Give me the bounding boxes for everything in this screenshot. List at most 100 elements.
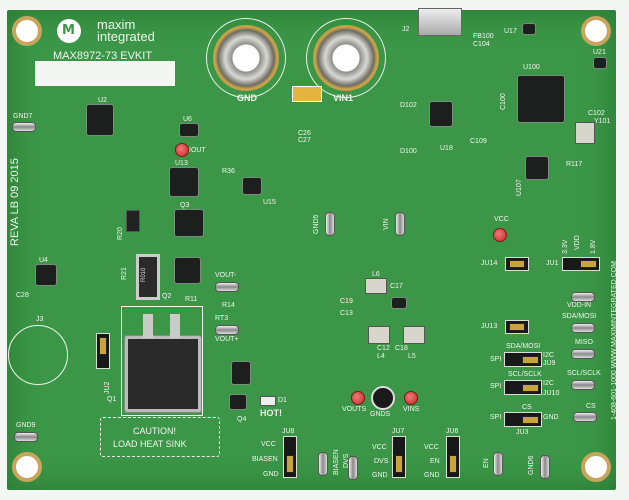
jumper-option-label: SPI: [490, 356, 502, 363]
testpoint-label: SCL/SCLK: [567, 370, 601, 377]
testpoint-gnd5[interactable]: [325, 212, 335, 236]
gnd-binding-post[interactable]: [206, 18, 286, 98]
jumper-option-label: VCC: [424, 444, 439, 451]
jumper-ju8[interactable]: [283, 436, 297, 478]
testpoint-vcc[interactable]: [493, 228, 507, 242]
testpoint-vdd-in[interactable]: [571, 292, 595, 302]
testpoint-gnd6[interactable]: [540, 455, 550, 479]
ic-u2: [87, 105, 113, 135]
transistor-q3: [175, 210, 203, 236]
shunt-resistor-r21: [136, 254, 160, 300]
jumper-title: CS: [522, 404, 532, 411]
jumper-label: JU1: [546, 260, 559, 267]
component-label: L5: [408, 353, 416, 360]
caution-box: [100, 417, 220, 457]
component-label: C102: [588, 110, 605, 117]
component-label: U15: [263, 199, 276, 206]
testpoint-vout-minus[interactable]: [215, 282, 239, 292]
jumper-option-label: VCC: [372, 444, 387, 451]
jumper-option-label: GND: [372, 472, 388, 479]
component-label: C109: [470, 138, 487, 145]
jumper-option-label: SPI: [490, 414, 502, 421]
ic-u13: [170, 168, 198, 196]
testpoint-dvs[interactable]: [348, 456, 358, 480]
jumper-ju13[interactable]: [505, 320, 529, 334]
component-label: R11: [185, 296, 198, 303]
vin1-binding-post[interactable]: [306, 18, 386, 98]
component-label: L4: [377, 353, 385, 360]
jumper-ju2[interactable]: [96, 333, 110, 369]
testpoint-label: IOUT: [189, 147, 206, 154]
component-label: R36: [222, 168, 235, 175]
jumper-label: JU14: [481, 260, 498, 267]
testpoint-vout-plus[interactable]: [215, 325, 239, 335]
testpoint-label: VCC: [494, 216, 509, 223]
caution-text: CAUTION!: [133, 426, 177, 436]
jumper-ju3[interactable]: [504, 412, 542, 427]
transistor-q1: [125, 336, 201, 412]
testpoint-cs[interactable]: [573, 412, 597, 422]
testpoint-label: VOUT+: [215, 336, 239, 343]
jumper-option-label: I2C: [543, 352, 554, 359]
testpoint-en[interactable]: [493, 452, 503, 476]
component-label: R117: [566, 161, 583, 168]
testpoint-vouts[interactable]: [351, 391, 365, 405]
usb-connector[interactable]: [418, 8, 462, 36]
jumper-ju10[interactable]: [504, 380, 542, 395]
testpoint-label: EN: [483, 458, 490, 468]
component-label: D102: [400, 102, 417, 109]
logo-text: maxim: [97, 17, 136, 32]
q1-lead: [170, 314, 180, 338]
jumper-label: JU8: [282, 428, 295, 435]
jumper-option-label: I2C: [543, 380, 554, 387]
revision-label: REVA LB 09 2015: [9, 158, 21, 246]
connector-j3[interactable]: [8, 325, 68, 385]
testpoint-vin[interactable]: [395, 212, 405, 236]
component-label: U107: [516, 179, 523, 196]
testpoint-gnd7[interactable]: [12, 122, 36, 132]
testpoint-label: BIASEN: [333, 449, 340, 475]
jumper-label: JU9: [543, 360, 556, 367]
mounting-hole: [581, 452, 611, 482]
testpoint-vins[interactable]: [404, 391, 418, 405]
maxim-logo-icon: M: [57, 19, 81, 43]
component-label: D1: [278, 397, 287, 404]
capacitor-c18: [403, 326, 425, 344]
testpoint-iout[interactable]: [175, 143, 189, 157]
resistor-r20: [126, 210, 140, 232]
jumper-ju9[interactable]: [504, 352, 542, 367]
ic-u107: [526, 157, 548, 179]
testpoint-label: GNDS: [370, 411, 391, 418]
testpoint-miso[interactable]: [571, 349, 595, 359]
testpoint-gnd9[interactable]: [14, 432, 38, 442]
jumper-label: JU3: [516, 429, 529, 436]
testpoint-label: SDA/MOSI: [562, 313, 597, 320]
testpoint-label: VINS: [403, 406, 420, 413]
caution-text: LOAD HEAT SINK: [113, 439, 187, 449]
logo-text: integrated: [97, 29, 155, 44]
mounting-hole: [12, 452, 42, 482]
inductor-l6: [365, 278, 387, 294]
component-label: D100: [400, 148, 417, 155]
component-label: RT3: [215, 315, 229, 322]
jumper-option-label: VDD: [574, 235, 581, 250]
component-label: R010: [141, 267, 147, 282]
ic-u4: [36, 265, 56, 285]
testpoint-label: GND5: [313, 214, 320, 234]
jumper-option-label: GND: [424, 472, 440, 479]
testpoint-scl-sclk[interactable]: [571, 380, 595, 390]
ic-u100: [518, 76, 564, 122]
component-label: R14: [222, 302, 235, 309]
ic-u17: [523, 24, 535, 34]
testpoint-gnds[interactable]: [371, 386, 395, 410]
component-label: U6: [183, 116, 192, 123]
testpoint-biasen[interactable]: [318, 452, 328, 476]
jumper-ju1[interactable]: [562, 257, 600, 271]
jumper-ju6[interactable]: [446, 436, 460, 478]
testpoint-sda-mosi[interactable]: [571, 323, 595, 333]
jumper-title: SCL/SCLK: [508, 371, 542, 378]
gnd-post-label: GND: [237, 93, 257, 103]
jumper-ju7[interactable]: [392, 436, 406, 478]
component-label: U17: [504, 28, 517, 35]
jumper-ju14[interactable]: [505, 257, 529, 271]
